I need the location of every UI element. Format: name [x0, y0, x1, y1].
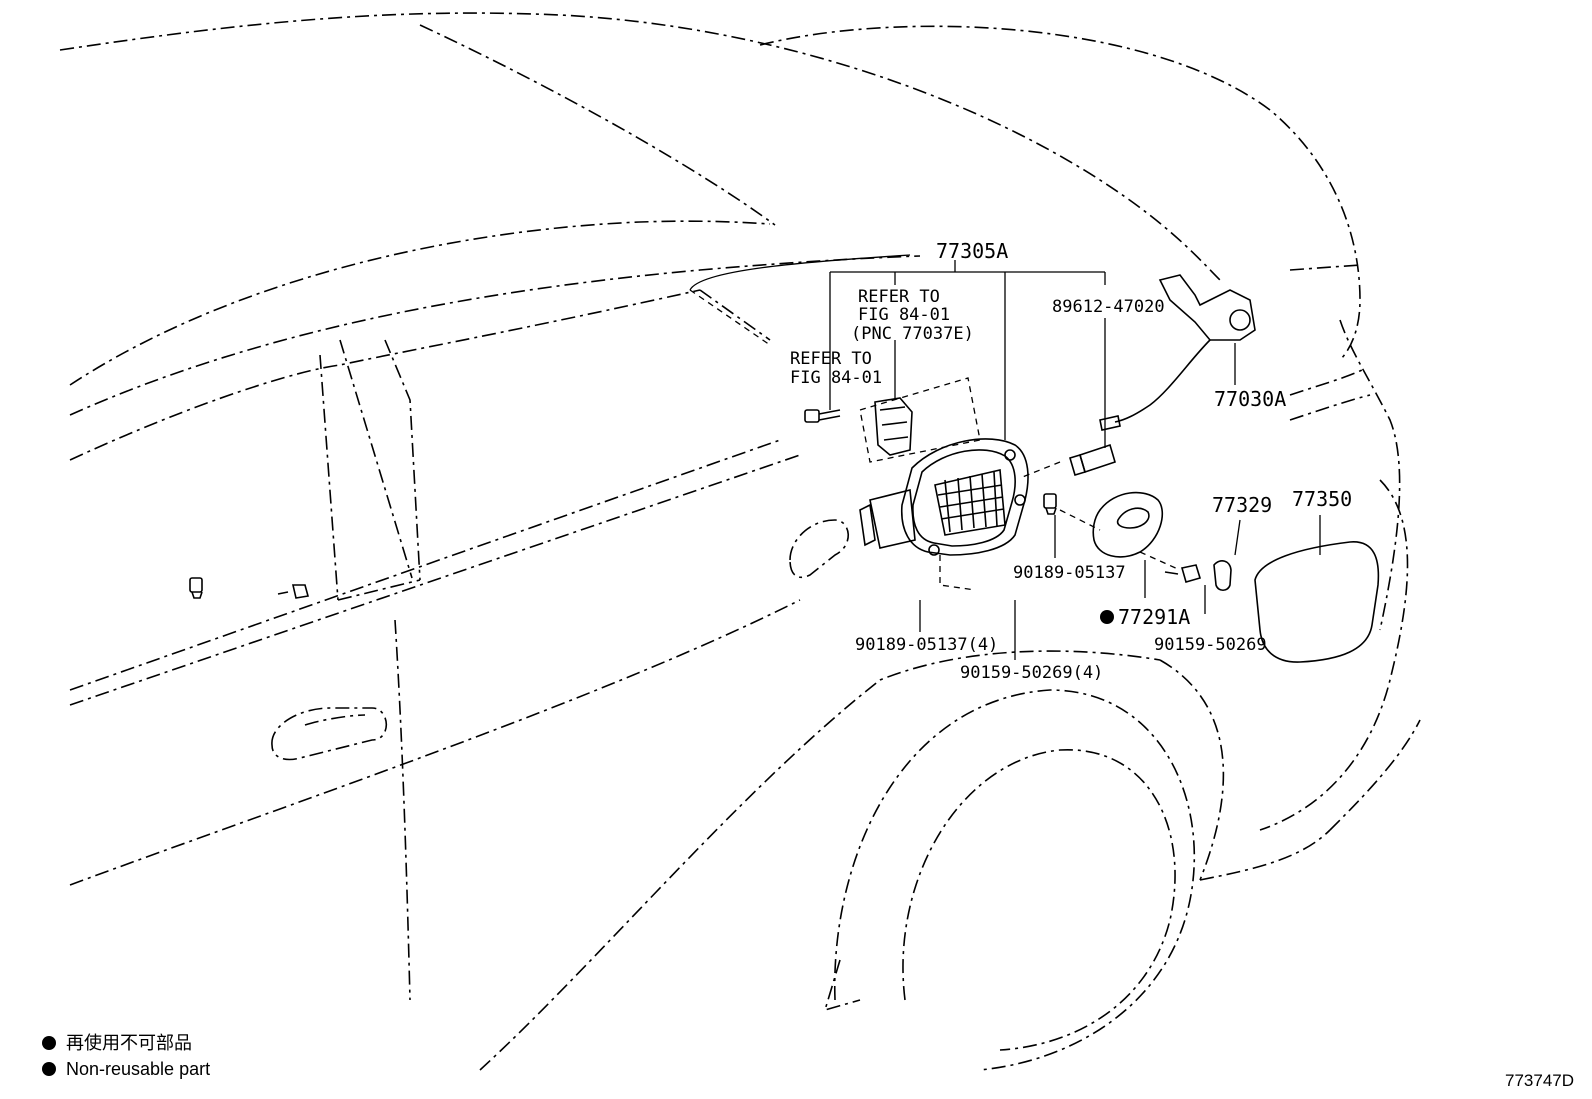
legend-bullet-en: [42, 1062, 56, 1076]
legend-bullet-ja: [42, 1036, 56, 1050]
vehicle-body-outline: [59, 12, 1421, 1071]
label-refer-pnc-l3: (PNC 77037E): [851, 324, 974, 344]
label-lid: 77350: [1292, 487, 1352, 511]
clip-upper: [1043, 493, 1057, 515]
label-clip-a: 90189-05137: [1013, 563, 1126, 583]
legend: 再使用不可部品 Non-reusable part: [42, 1033, 210, 1079]
non-reusable-marker: [1100, 610, 1114, 624]
legend-text-ja: 再使用不可部品: [66, 1033, 192, 1053]
clip-lower: [189, 577, 203, 599]
fuel-lid: [1254, 541, 1380, 663]
label-gasket: 77291A: [1118, 605, 1190, 629]
housing-fastener-link: [939, 555, 976, 591]
figure-number: 773747D: [1505, 1071, 1574, 1090]
callouts: 77305A REFER TO FIG 84-01 (PNC 77037E) R…: [790, 239, 1352, 683]
screw-refer-fig: [804, 409, 841, 423]
label-assembly: 77305A: [936, 239, 1008, 263]
opener-assembly: [1099, 274, 1256, 431]
label-cushion: 77329: [1212, 493, 1272, 517]
gasket-part: [1059, 491, 1181, 571]
label-screw-b: 90159-50269: [1154, 635, 1267, 655]
label-opener: 77030A: [1214, 387, 1286, 411]
door-handle-rear: [271, 707, 387, 761]
leader-lines: [689, 254, 1321, 660]
hose-part: [1019, 443, 1116, 479]
label-refer-pnc-l2: FIG 84-01: [858, 305, 950, 325]
label-refer-pnc-l1: REFER TO: [858, 287, 940, 307]
label-clip-b: 90189-05137(4): [855, 635, 998, 655]
label-refer-l1: REFER TO: [790, 349, 872, 369]
door-handle-front: [789, 519, 849, 579]
label-hose: 89612-47020: [1052, 297, 1165, 317]
screw-right: [1164, 564, 1202, 583]
cushion-part: [1213, 560, 1232, 592]
lid-actuator: [859, 377, 981, 463]
label-screw-a: 90159-50269(4): [960, 663, 1103, 683]
label-refer-l2: FIG 84-01: [790, 368, 882, 388]
legend-text-en: Non-reusable part: [66, 1059, 210, 1079]
fuel-filler-housing: [859, 438, 1029, 556]
screw-lower: [277, 584, 310, 599]
